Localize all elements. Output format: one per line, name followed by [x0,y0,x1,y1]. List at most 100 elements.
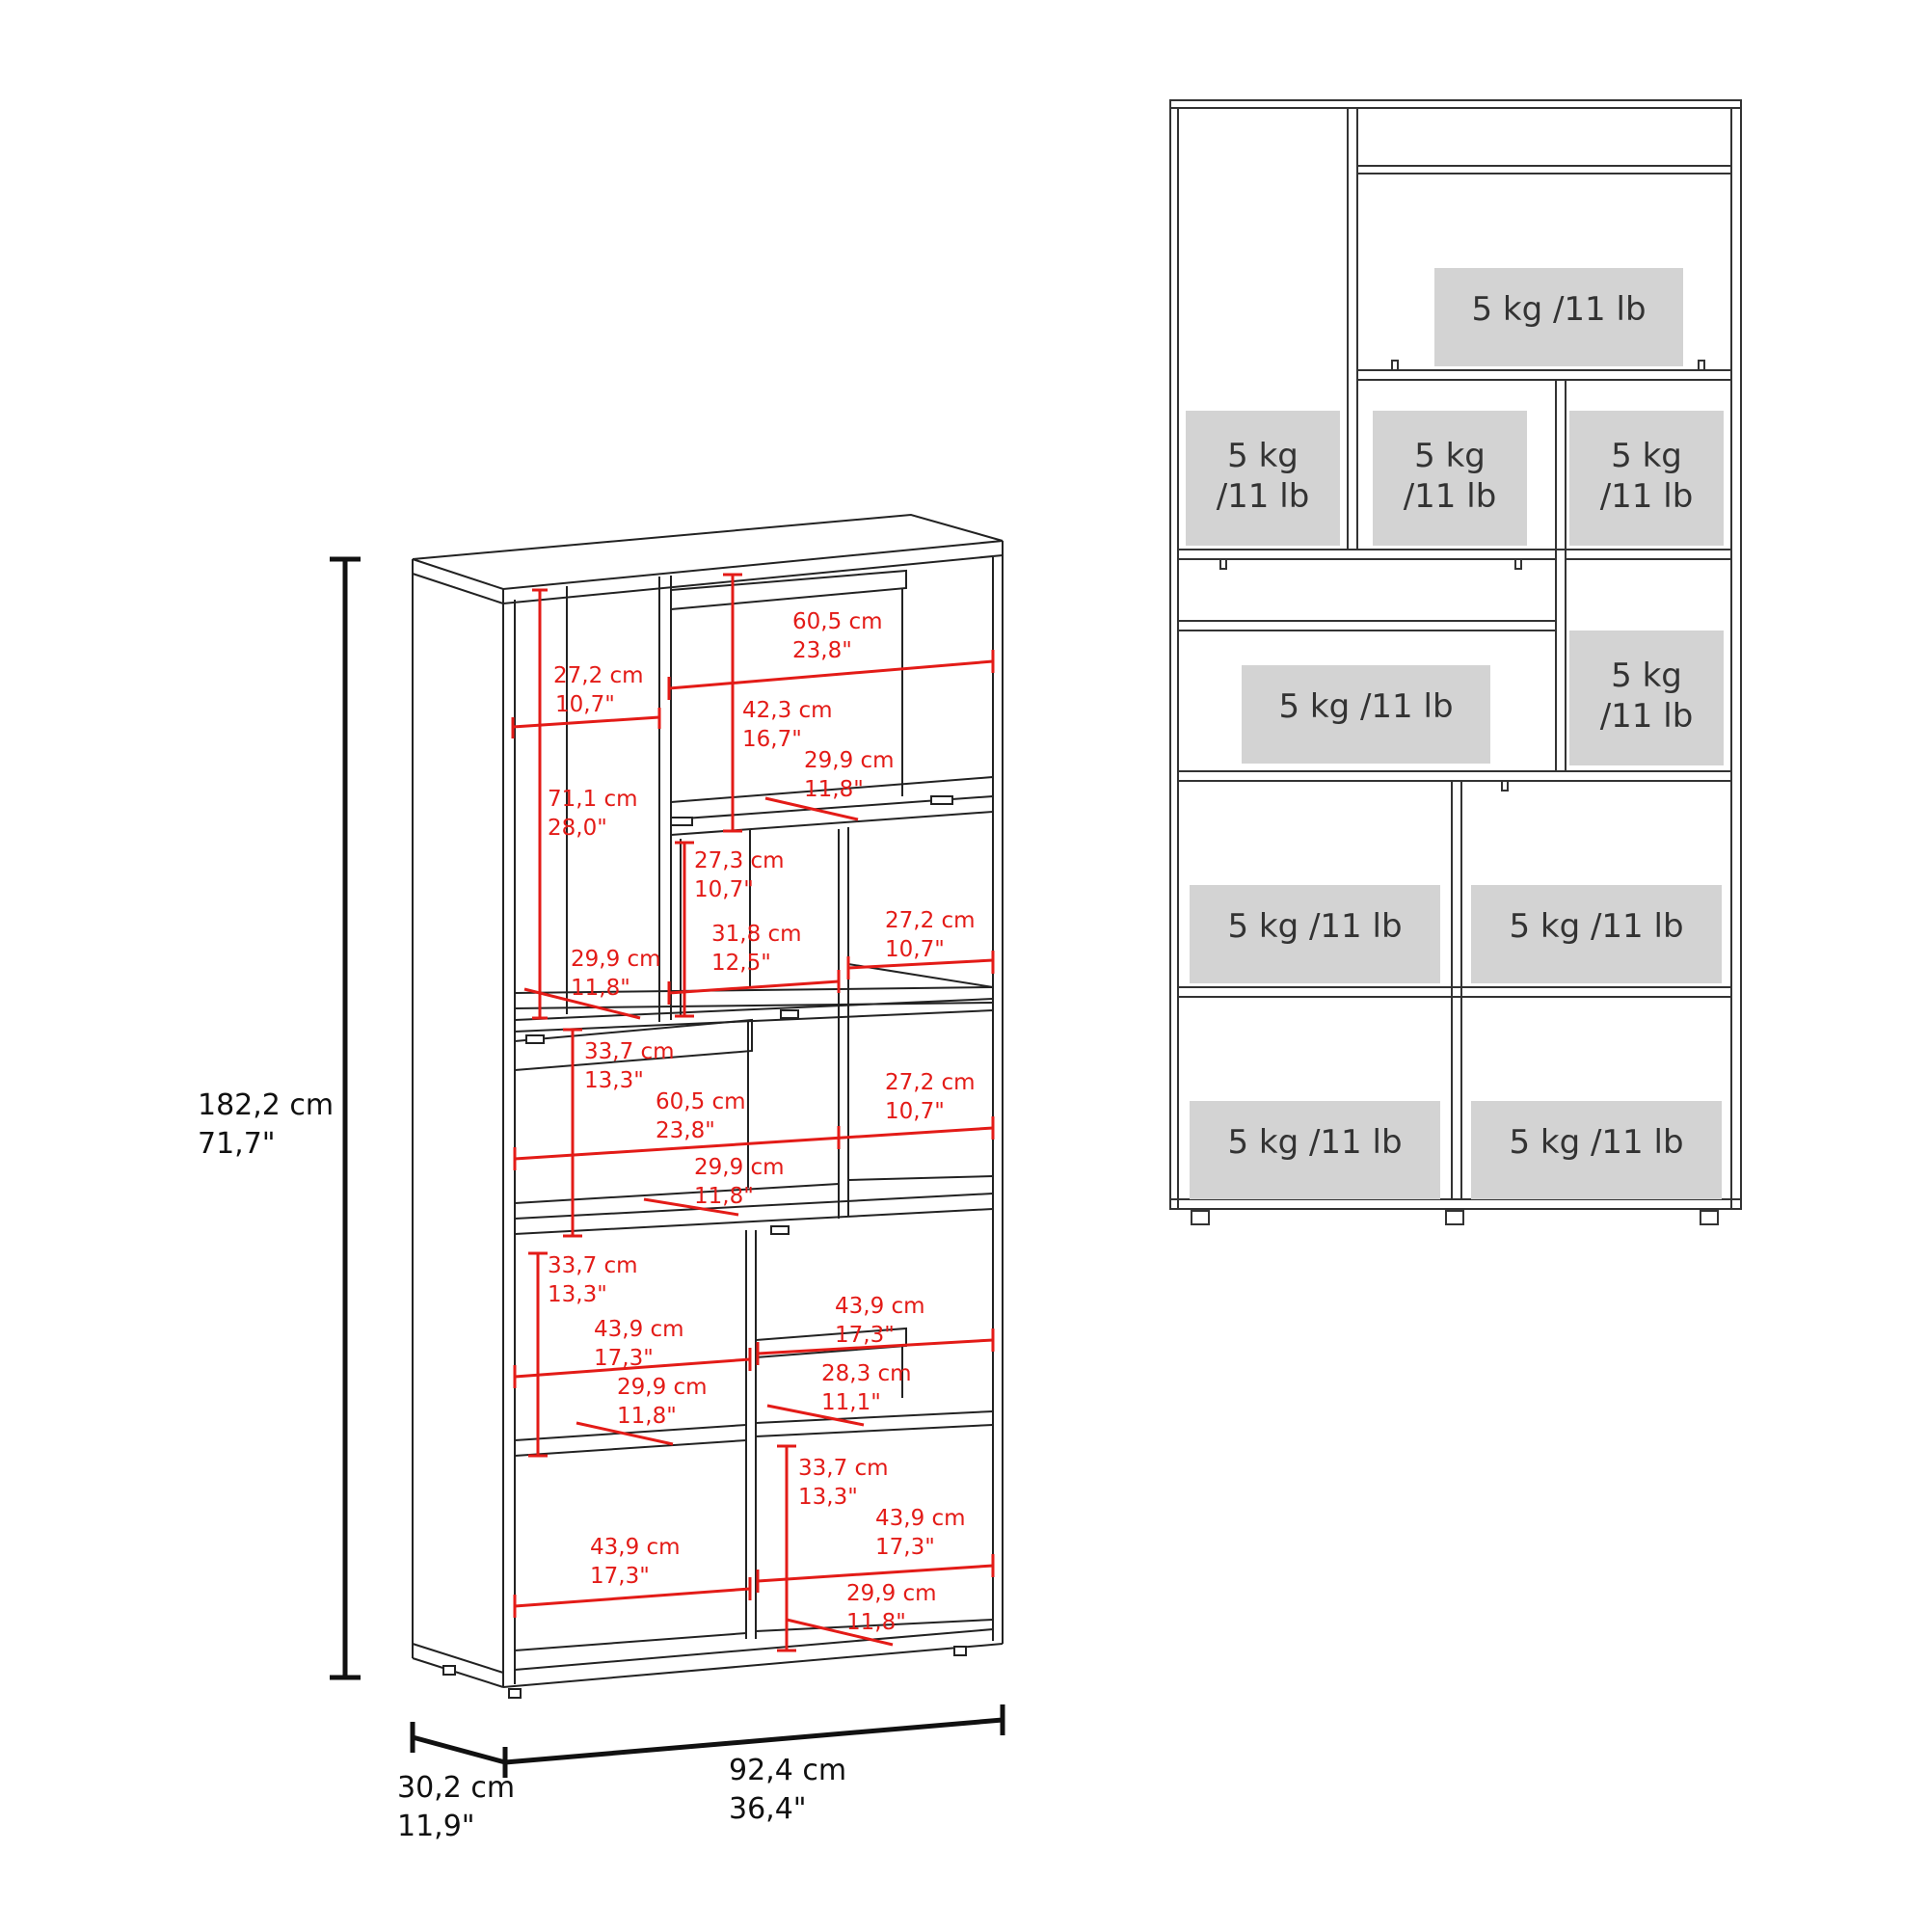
bracket [780,1009,799,1019]
weight-box: 5 kg /11 lb [1471,885,1722,983]
dim-line [668,659,994,690]
weight-box: 5 kg /11 lb [1190,885,1440,983]
weight-box-bg [1242,665,1490,764]
bracket [1514,558,1522,570]
dim-line [786,1618,894,1647]
perspective-bookcase [412,513,1004,1699]
weight-box-bg [1569,631,1724,765]
weight-label: 5 kg/11 lb [1600,437,1694,516]
shelf [755,1410,994,1424]
dim-line [757,1564,994,1583]
weight-box-bg [1186,411,1340,546]
weight-boxes: 5 kg /11 lb 5 kg/11 lb 5 kg/11 lb 5 kg/1… [1186,268,1724,1199]
dim-line [764,796,859,821]
dim-line [847,958,994,970]
foot [442,1665,456,1676]
bracket [770,1225,790,1235]
overall-dimension-lines [330,556,1005,1778]
shelf [514,1439,747,1457]
weight-box-bg [1190,885,1440,983]
shelf [670,775,994,836]
weight-box: 5 kg /11 lb [1434,268,1683,366]
foot [1700,1210,1719,1225]
shelf [514,986,994,994]
dim-line [757,1338,994,1355]
foot [1191,1210,1210,1225]
bracket [525,1034,545,1044]
weight-box: 5 kg/11 lb [1186,411,1340,546]
back-panel [755,1327,907,1358]
bottom-board [502,1643,1004,1688]
bracket [930,795,953,805]
weight-box-bg [1471,885,1722,983]
dim-line [668,979,840,995]
weight-box-bg [1569,411,1724,546]
shelf [514,1183,840,1204]
back-panel [514,1018,753,1071]
weight-label: 5 kg /11 lb [1509,907,1683,946]
bracket [1698,360,1705,371]
weight-box-bg [1434,268,1683,366]
top-board-edge [412,573,504,604]
bottom-board [412,1657,504,1688]
weight-box-bg [1190,1101,1440,1199]
shelf [755,1424,994,1437]
weight-label: 5 kg/11 lb [1404,437,1497,516]
shelf [514,1208,994,1235]
weight-label: 5 kg /11 lb [1278,687,1453,726]
dim-line [514,1357,751,1379]
shelf [847,1175,994,1181]
back-panel [670,569,907,610]
dim-line [512,715,660,729]
width-line [504,1717,1004,1765]
dim-line [643,1197,739,1217]
dim-line [766,1404,865,1427]
shelf [514,1009,994,1033]
weight-label: 5 kg /11 lb [1227,1123,1402,1162]
dim-line [514,1587,751,1608]
weight-box: 5 kg/11 lb [1569,631,1724,765]
bracket [1391,360,1399,371]
dim-line [576,1421,674,1446]
dim-line [523,987,641,1020]
bracket [1219,558,1227,570]
foot [953,1646,967,1656]
bracket [670,817,693,826]
bottom-board [514,1628,994,1671]
front-elevation [1169,99,1742,1225]
weight-label: 5 kg/11 lb [1600,657,1694,736]
top-board [412,513,1004,591]
dim-line [514,1126,994,1161]
weight-box-bg [1471,1101,1722,1199]
weight-label: 5 kg/11 lb [1217,437,1310,516]
depth-line [412,1734,506,1765]
weight-box: 5 kg /11 lb [1242,665,1490,764]
weight-box: 5 kg /11 lb [1471,1101,1722,1199]
outer-frame [1169,99,1742,1210]
